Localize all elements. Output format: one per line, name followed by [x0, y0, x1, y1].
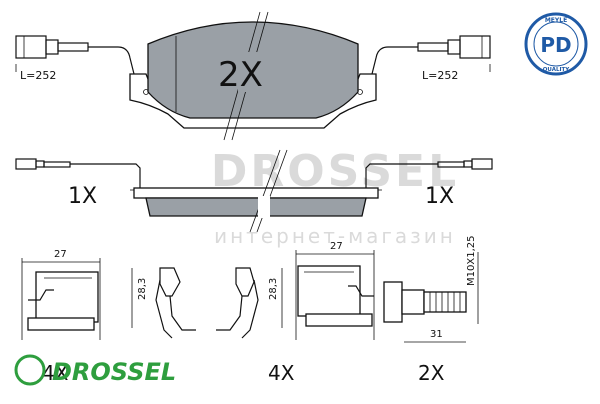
spring-height-left: 28,3	[137, 278, 148, 300]
side-break-line-2	[256, 149, 288, 233]
brand-badge: MEYLE PD QUALITY	[524, 12, 588, 76]
bolt-thread-label: M10X1,25	[466, 236, 477, 286]
clip-width-label-right: 27	[330, 241, 343, 252]
right-side-sensor-icon	[471, 158, 493, 170]
side-friction-material	[145, 197, 367, 217]
badge-ring-top: MEYLE	[545, 17, 567, 24]
right-side-quantity: 1X	[425, 184, 454, 209]
badge-inner-ring	[533, 21, 579, 67]
badge-ring-bottom: QUALITY	[543, 67, 571, 73]
anti-rattle-clip-left: 27 4X	[21, 249, 101, 385]
badge-ring	[524, 12, 588, 76]
clip-width-label: 27	[54, 249, 67, 260]
clip-quantity: 4X	[42, 361, 69, 385]
right-sensor-connector-icon	[371, 35, 491, 75]
bolt-quantity: 2X	[418, 361, 445, 385]
top-quantity: 2X	[218, 55, 263, 95]
logo-swoosh-icon	[14, 354, 46, 386]
watermark-subtitle: интернет-магазин	[214, 224, 456, 248]
spring-quantity: 4X	[268, 361, 295, 385]
badge-letters: PD	[540, 33, 571, 57]
left-sensor-connector-icon	[15, 35, 135, 75]
watermark-logo: DROSSEL	[14, 354, 176, 386]
spring-height-right: 28,3	[268, 278, 279, 300]
pad-side-view: 1X 1X	[15, 149, 493, 233]
anti-rattle-clip-right: 27	[295, 241, 375, 340]
left-side-quantity: 1X	[68, 184, 97, 209]
pad-spring-right-icon: 28,3 4X	[216, 267, 295, 385]
guide-bolt-icon: M10X1,25 31 2X	[383, 236, 479, 385]
left-side-sensor-icon	[15, 158, 37, 170]
side-backing-plate	[133, 187, 379, 199]
pad-front-view: L=252 L=252 2X	[15, 11, 491, 141]
pad-spring-left-icon: 28,3	[131, 267, 196, 339]
bolt-length-label: 31	[430, 329, 443, 340]
left-wire-length: L=252	[20, 69, 56, 82]
right-wire-length: L=252	[422, 69, 458, 82]
logo-text: DROSSEL	[52, 358, 176, 386]
side-break-line-1	[249, 149, 281, 233]
